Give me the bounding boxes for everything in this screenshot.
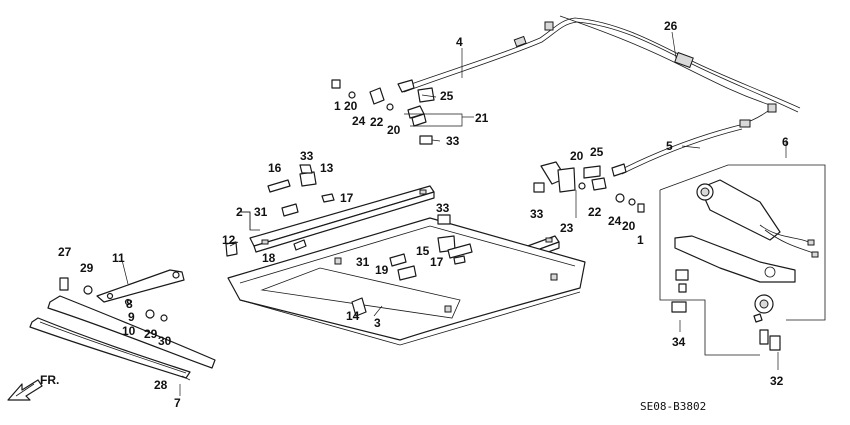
drive-cable-assembly	[397, 15, 801, 177]
callout-labels: 1 1 2 3 4 5 6 7 8 9 10 11 12 13 14 15 16…	[58, 19, 789, 410]
direction-label: FR.	[40, 373, 59, 387]
callout-4: 4	[456, 35, 463, 49]
callout-20b: 20	[387, 123, 401, 137]
callout-10: 10	[122, 324, 136, 338]
callout-19: 19	[375, 263, 389, 277]
callout-26: 26	[664, 19, 678, 33]
callout-20a: 20	[344, 99, 358, 113]
sunroof-frame	[227, 217, 586, 346]
callout-29a: 29	[80, 261, 94, 275]
callout-16: 16	[268, 161, 282, 175]
callout-24b: 24	[608, 214, 622, 228]
callout-25b: 25	[590, 145, 604, 159]
callout-18: 18	[262, 251, 276, 265]
callout-7: 7	[174, 396, 181, 410]
callout-12: 12	[222, 233, 236, 247]
front-trim	[29, 295, 216, 379]
callout-17a: 17	[340, 191, 354, 205]
hardware-parts	[59, 79, 781, 351]
drawing-code: SE08-B3802	[640, 400, 706, 413]
callout-14: 14	[346, 309, 360, 323]
callout-30: 30	[158, 334, 172, 348]
callout-22a: 22	[370, 115, 384, 129]
callout-1b: 1	[637, 233, 644, 247]
callout-23: 23	[560, 221, 574, 235]
callout-20d: 20	[622, 219, 636, 233]
callout-13: 13	[320, 161, 334, 175]
callout-22b: 22	[588, 205, 602, 219]
callout-9: 9	[128, 310, 135, 324]
callout-33a: 33	[300, 149, 314, 163]
callout-25a: 25	[440, 89, 454, 103]
callout-5: 5	[666, 139, 673, 153]
callout-2: 2	[236, 205, 243, 219]
callout-11: 11	[112, 251, 125, 265]
front-direction-arrow: FR.	[7, 373, 59, 401]
callout-20c: 20	[570, 149, 584, 163]
callout-17b: 17	[430, 255, 444, 269]
guide-rail-left	[249, 185, 435, 253]
callout-21: 21	[475, 111, 489, 125]
callout-34: 34	[672, 335, 686, 349]
callout-27: 27	[58, 245, 72, 259]
callout-1a: 1	[334, 99, 341, 113]
callout-24a: 24	[352, 114, 366, 128]
callout-33b: 33	[446, 134, 460, 148]
leader-lines	[121, 31, 787, 396]
callout-31b: 31	[356, 255, 370, 269]
callout-32: 32	[770, 374, 784, 388]
callout-33c: 33	[436, 201, 450, 215]
callout-31a: 31	[254, 205, 268, 219]
callout-3: 3	[374, 316, 381, 330]
callout-6: 6	[782, 135, 789, 149]
callout-28: 28	[154, 378, 168, 392]
callout-15: 15	[416, 244, 430, 258]
motor-assembly	[659, 164, 826, 356]
deflector-arm	[96, 269, 185, 303]
callout-29b: 29	[144, 327, 158, 341]
callout-33d: 33	[530, 207, 544, 221]
callout-8: 8	[126, 297, 133, 311]
